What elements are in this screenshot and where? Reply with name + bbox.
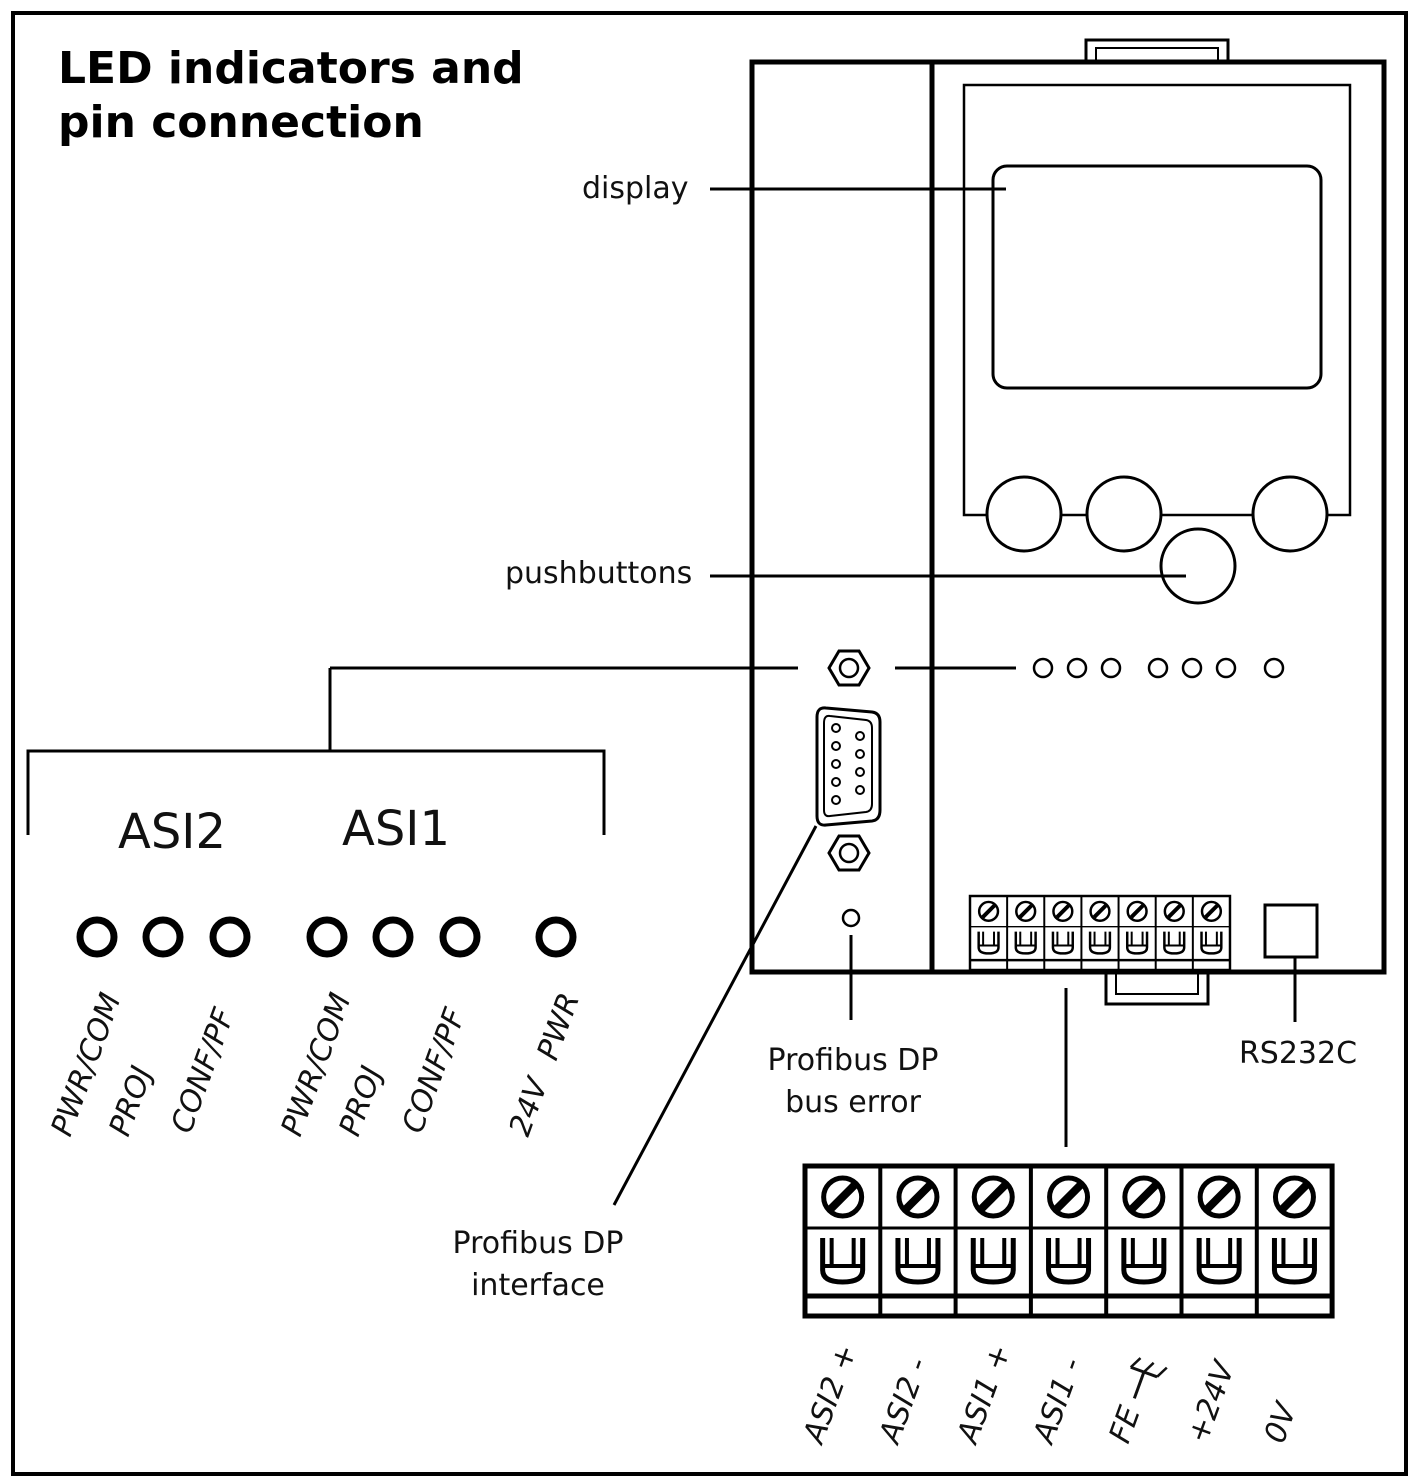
led-label-asi1-proj: PROJ: [333, 1062, 390, 1141]
pushbutton-3: [1251, 475, 1329, 553]
led-asi1-pwr-com: [306, 916, 348, 958]
rs232c-label: RS232C: [1239, 1036, 1357, 1071]
display-screen: [991, 164, 1323, 390]
rs232c-port: [1263, 903, 1319, 959]
bus-error-label-line-2: bus error: [785, 1085, 922, 1120]
terminal-label-asi2-minus: ASI2 -: [872, 1353, 936, 1449]
led-asi2-pwr-com: [76, 916, 118, 958]
led-24v-pwr: [535, 916, 577, 958]
led-label-asi1-conf-pf: CONF/PF: [396, 1003, 474, 1138]
interface-label-line-1: Profibus DP: [453, 1226, 624, 1261]
device-terminal-block: [968, 894, 1232, 972]
clamp-icon: [1046, 1238, 1092, 1285]
led-asi2-proj: [142, 916, 184, 958]
outer-frame: [11, 11, 1408, 1476]
clamp-icon: [820, 1238, 866, 1285]
terminal-block-cell: [895, 1175, 941, 1285]
terminal-block-cell: [1046, 1175, 1092, 1285]
clamp-icon: [1196, 1238, 1242, 1285]
hex-screw-top: [827, 649, 871, 687]
device-terminal-cell: [1051, 900, 1074, 955]
device-terminal-cell: [1088, 900, 1112, 955]
clamp-icon: [1121, 1238, 1167, 1285]
title-line-1: LED indicators and: [58, 43, 524, 94]
terminal-block-cell: [820, 1175, 866, 1285]
terminal-label-asi2-plus: ASI2 +: [796, 1340, 865, 1450]
device-terminal-cell: [1014, 900, 1037, 955]
device-led-row: [1032, 657, 1285, 679]
terminal-label-0v: 0V: [1258, 1396, 1305, 1448]
device-housing: [749, 38, 1387, 1006]
device-terminal-cell: [1125, 900, 1149, 955]
terminal-block-cell: [1196, 1175, 1242, 1285]
pushbutton-4: [1159, 527, 1237, 605]
led-label-pwr: PWR: [531, 988, 587, 1064]
clamp-icon: [1271, 1238, 1317, 1285]
led-label-asi2-proj: PROJ: [103, 1062, 160, 1141]
clamp-icon: [895, 1238, 941, 1285]
terminal-label-asi1-plus: ASI1 +: [950, 1340, 1019, 1450]
led-asi1-proj: [372, 916, 414, 958]
device-terminal-cell: [977, 900, 1000, 955]
terminal-label-plus-24v: +24V: [1181, 1355, 1243, 1448]
interface-label-line-2: interface: [471, 1268, 605, 1303]
led-asi2-conf-pf: [209, 916, 251, 958]
profibus-db9-connector: [815, 706, 882, 827]
clamp-icon: [1014, 931, 1037, 955]
earth-ground-icon: [1129, 1357, 1168, 1399]
led-asi1-conf-pf: [439, 916, 481, 958]
hex-screw-bottom: [827, 834, 871, 872]
asi1-group-label: ASI1: [342, 801, 450, 857]
led-label-24v: 24V: [503, 1071, 557, 1140]
bus-error-led: [841, 908, 861, 928]
display-label: display: [582, 171, 689, 206]
led-detail-row: [76, 916, 577, 958]
callout-lines: [26, 187, 1297, 1206]
clamp-icon: [1200, 931, 1223, 955]
clamp-icon: [1051, 931, 1074, 955]
pushbuttons-label: pushbuttons: [505, 556, 692, 591]
asi2-group-label: ASI2: [118, 804, 226, 860]
pushbutton-1: [985, 475, 1063, 553]
device-terminal-cell: [1200, 900, 1223, 955]
pushbutton-2: [1085, 475, 1163, 553]
terminal-label-fe: FE: [1103, 1402, 1148, 1448]
clamp-icon: [970, 1238, 1016, 1285]
bus-error-label-line-1: Profibus DP: [768, 1043, 939, 1078]
clamp-icon: [1088, 931, 1112, 955]
terminal-block-cell: [970, 1175, 1016, 1285]
clamp-icon: [1163, 931, 1186, 955]
terminal-block-detail: [802, 1163, 1335, 1319]
device-terminal-cell: [1163, 900, 1186, 955]
terminal-block-cell: [1271, 1175, 1317, 1285]
terminal-label-asi1-minus: ASI1 -: [1026, 1353, 1090, 1449]
terminal-block-cell: [1121, 1175, 1167, 1285]
clamp-icon: [977, 931, 1000, 955]
title-line-2: pin connection: [58, 97, 424, 148]
clamp-icon: [1125, 931, 1149, 955]
led-label-asi2-conf-pf: CONF/PF: [165, 1003, 243, 1138]
